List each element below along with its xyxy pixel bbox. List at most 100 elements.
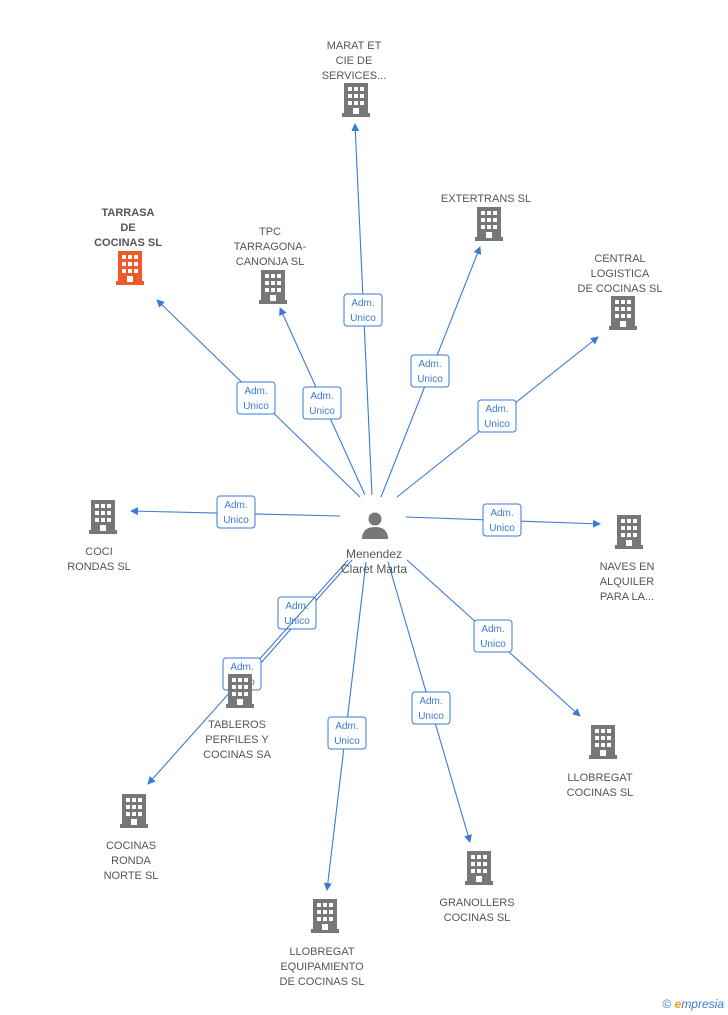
- edge-label-extertrans[interactable]: Adm. Unico: [410, 354, 450, 388]
- edge-label-box: [277, 596, 317, 630]
- company-label: DE COCINAS SL: [578, 283, 663, 295]
- edge-label-text: Unico: [243, 401, 269, 412]
- company-label: RONDAS SL: [67, 561, 131, 573]
- edge-label-box: [473, 619, 513, 653]
- edge-label-coci[interactable]: Adm. Unico: [216, 495, 256, 529]
- edge-label-box: [302, 386, 342, 420]
- edge-label-tpc[interactable]: Adm. Unico: [302, 386, 342, 420]
- edge-label-box: [327, 716, 367, 750]
- company-node-llobregat_equip[interactable]: LLOBREGAT EQUIPAMIENTO DE COCINAS SL: [280, 899, 365, 988]
- company-label: COCINAS SL: [567, 787, 634, 799]
- edge-label-box: [216, 495, 256, 529]
- brand-name: mpresia: [681, 997, 724, 1011]
- building-icon: [259, 270, 287, 304]
- edge-label-text: Unico: [417, 374, 443, 385]
- edge-label-llobregat_equip[interactable]: Adm. Unico: [327, 716, 367, 750]
- company-node-marat[interactable]: MARAT ET CIE DE SERVICES...: [322, 40, 387, 117]
- edge-label-central[interactable]: Adm. Unico: [477, 399, 517, 433]
- edge-label-tarrasa[interactable]: Adm. Unico: [236, 381, 276, 415]
- building-icon: [615, 515, 643, 549]
- footer-brand[interactable]: © empresia: [662, 997, 724, 1011]
- company-label: CIE DE: [336, 55, 373, 67]
- company-label: EQUIPAMIENTO: [280, 961, 364, 973]
- person-icon: [362, 512, 388, 539]
- building-icon: [589, 725, 617, 759]
- building-icon: [465, 851, 493, 885]
- company-label: LOGISTICA: [591, 268, 650, 280]
- company-label: COCI: [85, 546, 113, 558]
- person-label: Menendez: [346, 547, 402, 561]
- company-label: COCINAS SL: [94, 237, 162, 249]
- company-label: DE: [120, 222, 135, 234]
- edge-label-text: Adm.: [485, 404, 508, 415]
- edge-label-text: Adm.: [335, 721, 358, 732]
- edge-label-naves[interactable]: Adm. Unico: [482, 503, 522, 537]
- company-label: NORTE SL: [104, 870, 159, 882]
- company-label: CENTRAL: [594, 253, 645, 265]
- company-label: SERVICES...: [322, 70, 387, 82]
- edge-label-text: Adm.: [230, 662, 253, 673]
- edge-label-text: Adm.: [351, 298, 374, 309]
- company-node-cocinas_ronda[interactable]: COCINAS RONDA NORTE SL: [104, 794, 159, 882]
- edge-label-box: [410, 354, 450, 388]
- building-icon: [226, 674, 254, 708]
- company-label: DE COCINAS SL: [280, 976, 365, 988]
- edge-label-text: Unico: [309, 406, 335, 417]
- company-node-central[interactable]: CENTRAL LOGISTICA DE COCINAS SL: [578, 253, 663, 330]
- edge-label-box: [236, 381, 276, 415]
- edge-label-marat[interactable]: Adm. Unico: [343, 293, 383, 327]
- edge-label-text: Adm.: [224, 500, 247, 511]
- edge-label-box: [411, 691, 451, 725]
- company-label: TARRASA: [102, 207, 155, 219]
- company-node-tpc[interactable]: TPC TARRAGONA- CANONJA SL: [234, 226, 307, 304]
- building-icon: [609, 296, 637, 330]
- company-node-extertrans[interactable]: EXTERTRANS SL: [441, 193, 531, 241]
- company-node-llobregat_cocinas[interactable]: LLOBREGAT COCINAS SL: [567, 725, 634, 799]
- edge-label-tableros[interactable]: Adm. Unico: [277, 596, 317, 630]
- edge-label-text: Unico: [418, 711, 444, 722]
- building-icon: [116, 251, 144, 285]
- brand-initial: e: [674, 997, 682, 1011]
- edge-label-text: Unico: [484, 419, 510, 430]
- person-label: Claret Marta: [341, 562, 407, 576]
- company-label: TARRAGONA-: [234, 241, 307, 253]
- company-node-tableros[interactable]: TABLEROS PERFILES Y COCINAS SA: [203, 674, 272, 761]
- company-label: LLOBREGAT: [289, 946, 354, 958]
- edge-label-llobregat_cocinas[interactable]: Adm. Unico: [473, 619, 513, 653]
- edge-label-text: Adm.: [244, 386, 267, 397]
- company-label: MARAT ET: [327, 40, 382, 52]
- company-label: COCINAS SA: [203, 749, 272, 761]
- company-label: ALQUILER: [600, 576, 654, 588]
- company-node-tarrasa[interactable]: TARRASA DE COCINAS SL: [94, 207, 162, 285]
- building-icon: [475, 207, 503, 241]
- company-label: RONDA: [111, 855, 151, 867]
- company-label: TABLEROS: [208, 719, 266, 731]
- edge-label-text: Unico: [480, 639, 506, 650]
- company-label: COCINAS: [106, 840, 156, 852]
- company-label: TPC: [259, 226, 281, 238]
- edge-label-granollers[interactable]: Adm. Unico: [411, 691, 451, 725]
- edge-label-text: Adm.: [481, 624, 504, 635]
- company-label: PERFILES Y: [205, 734, 269, 746]
- building-icon: [311, 899, 339, 933]
- edge-label-text: Unico: [489, 523, 515, 534]
- company-label: PARA LA...: [600, 591, 654, 603]
- edge-label-text: Adm.: [285, 601, 308, 612]
- company-node-coci[interactable]: COCI RONDAS SL: [67, 500, 131, 573]
- company-label: LLOBREGAT: [567, 772, 632, 784]
- edge-label-text: Unico: [334, 736, 360, 747]
- edge-label-box: [343, 293, 383, 327]
- edge-label-text: Adm.: [418, 359, 441, 370]
- edge-label-text: Adm.: [490, 508, 513, 519]
- edge-label-text: Adm.: [310, 391, 333, 402]
- edge-label-text: Unico: [350, 313, 376, 324]
- company-label: GRANOLLERS: [439, 897, 514, 909]
- edge-label-text: Adm.: [419, 696, 442, 707]
- company-label: CANONJA SL: [236, 256, 304, 268]
- edge-label-text: Unico: [223, 515, 249, 526]
- edge-label-text: Unico: [284, 616, 310, 627]
